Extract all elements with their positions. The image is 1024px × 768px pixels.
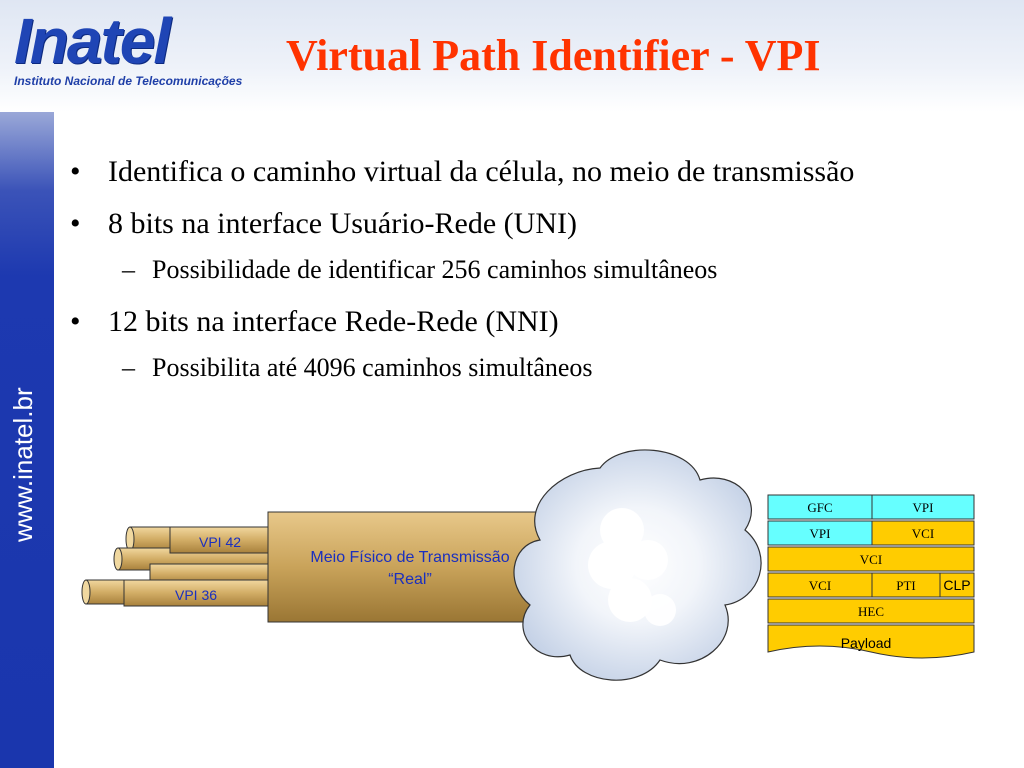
logo-subtitle: Instituto Nacional de Telecomunicações — [14, 74, 243, 88]
vpi-bottom-band — [123, 579, 271, 607]
cell-clp-label: CLP — [943, 577, 970, 593]
sub-bullet-3-1: –Possibilita até 4096 caminhos simultâne… — [122, 353, 593, 382]
slide-title: Virtual Path Identifier - VPI — [286, 31, 821, 80]
cell-vci-1 — [871, 520, 975, 546]
medium-label-line2: “Real” — [388, 571, 432, 588]
wire-bottom-end — [81, 579, 91, 605]
cell-payload — [767, 624, 975, 659]
cell-vci-1-label: VCI — [912, 526, 934, 541]
network-cloud — [513, 449, 762, 681]
bullet-list: Identifica o caminho virtual da célula, … — [70, 150, 970, 398]
cell-vpi-2-label: VPI — [810, 526, 831, 541]
cell-hec — [767, 598, 975, 624]
wire-top-end — [125, 526, 135, 552]
cell-pti-label: PTI — [896, 578, 916, 593]
cell-vci-2 — [767, 546, 975, 572]
cell-vpi-1 — [871, 494, 975, 520]
vpi-36-label: VPI 36 — [175, 587, 217, 603]
bullet-2: 8 bits na interface Usuário-Rede (UNI) — [70, 202, 970, 246]
atm-cell-header: GFC VPI VPI VCI VCI VCI PTI CLP HEC Payl… — [767, 494, 975, 659]
cell-gfc — [767, 494, 873, 520]
sub-bullet-text: Possibilita até 4096 caminhos simultâneo… — [152, 353, 593, 382]
bullet-3: 12 bits na interface Rede-Rede (NNI) — [70, 300, 970, 344]
logo-word: Inatel — [14, 5, 171, 77]
medium-label-line1: Meio Físico de Transmissão — [310, 549, 509, 566]
bullet-1: Identifica o caminho virtual da célula, … — [70, 150, 970, 194]
vpi-42-label: VPI 42 — [199, 534, 241, 550]
wire-2-end — [113, 547, 123, 571]
cell-clp — [939, 572, 975, 598]
cell-gfc-label: GFC — [807, 500, 832, 515]
cell-hec-label: HEC — [858, 604, 884, 619]
sidebar-band: www.inatel.br — [0, 112, 54, 768]
physical-medium-cable — [267, 511, 559, 623]
sub-bullet-text: Possibilidade de identificar 256 caminho… — [152, 255, 718, 284]
cell-vci-3-label: VCI — [809, 578, 831, 593]
cell-vci-3 — [767, 572, 873, 598]
header-band — [0, 0, 1024, 112]
sub-bullet-2-1: –Possibilidade de identificar 256 caminh… — [122, 255, 718, 284]
cell-payload-label: Payload — [841, 635, 892, 651]
cell-vpi-2 — [767, 520, 873, 546]
fiber-wires — [81, 526, 277, 607]
cell-vpi-1-label: VPI — [913, 500, 934, 515]
cell-vci-2-label: VCI — [860, 552, 882, 567]
inatel-logo: Inatel Instituto Nacional de Telecomunic… — [14, 6, 242, 88]
cell-pti — [871, 572, 941, 598]
